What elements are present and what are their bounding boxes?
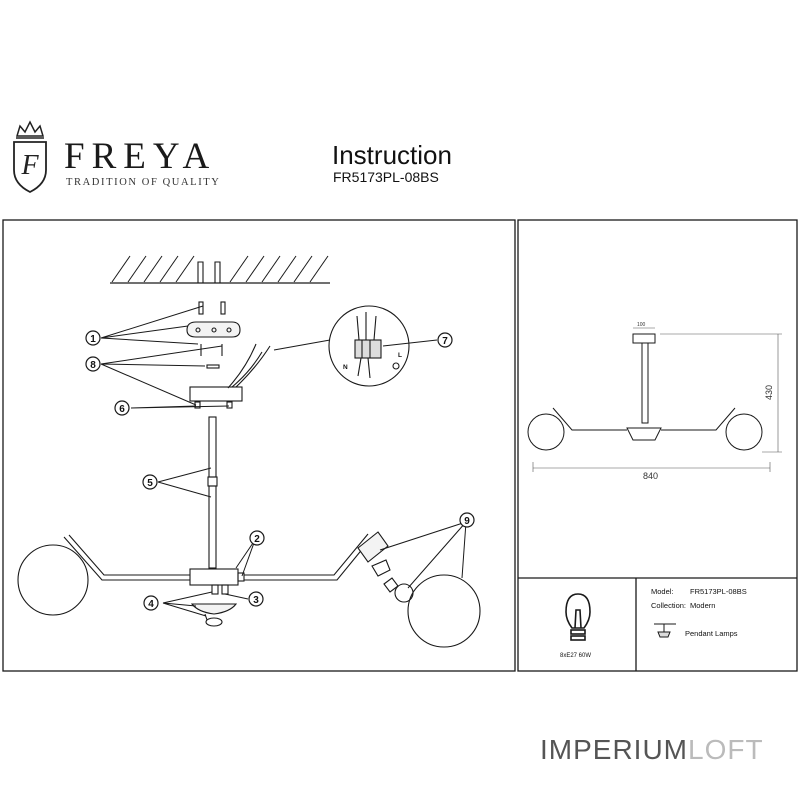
central-body (189, 568, 239, 586)
callout-9: 9 (464, 516, 470, 527)
dim-height-label: 430 (764, 385, 774, 400)
bulb-spec: 8xE27 60W (560, 653, 591, 659)
dim-left-globe (527, 413, 565, 451)
brand-tagline: TRADITION OF QUALITY (66, 177, 221, 188)
callout-4: 4 (148, 599, 154, 610)
footer-watermark: IMPERIUMLOFT (540, 736, 764, 764)
canopy (189, 386, 243, 402)
document-model-code: FR5173PL-08BS (333, 169, 439, 185)
detail-leader (273, 339, 331, 351)
callout-6: 6 (119, 404, 125, 415)
footer-brand-part1: IMPERIUM (540, 734, 688, 765)
dim-width-label: 840 (643, 471, 658, 481)
spec-model-label: Model: (651, 587, 674, 596)
assembly-panel-frame (2, 219, 516, 672)
callout-1: 1 (90, 334, 96, 345)
left-arm (63, 534, 190, 581)
logo-monogram: F (20, 150, 39, 181)
socket-cup (357, 531, 389, 563)
bottom-cap (190, 603, 238, 615)
terminal-block (354, 312, 382, 379)
document-title: Instruction (332, 140, 452, 170)
right-globe (407, 574, 481, 648)
pendant-lamp-icon (654, 623, 676, 638)
dim-canopy-label: 100 (637, 322, 646, 328)
dim-body (626, 427, 662, 441)
callout-circles (85, 330, 475, 611)
left-globe (17, 544, 89, 616)
finial (205, 617, 223, 627)
dim-arms (552, 407, 736, 431)
callout-leaders (100, 305, 467, 617)
right-panel-frame (517, 219, 798, 672)
spec-collection-value: Modern (690, 601, 715, 610)
dimension-drawing (527, 327, 782, 472)
socket-ring (371, 559, 391, 577)
callout-7: 7 (442, 336, 448, 347)
dim-right-globe (725, 413, 763, 451)
small-screw (206, 364, 220, 369)
callout-2: 2 (254, 534, 260, 545)
callout-8: 8 (90, 360, 96, 371)
dim-rod (641, 342, 649, 424)
freya-logo-crest: F (13, 120, 47, 194)
spec-collection-label: Collection: (651, 601, 686, 610)
ceiling-holes (197, 261, 221, 283)
canopy-wires (227, 343, 271, 389)
assembly-diagram (17, 255, 481, 648)
mounting-bracket (186, 321, 241, 338)
spec-type-label: Pendant Lamps (685, 629, 738, 638)
footer-brand-part2: LOFT (688, 734, 764, 765)
wire-label-neutral: N (343, 364, 348, 371)
callout-3: 3 (253, 595, 259, 606)
dim-canopy (632, 333, 656, 344)
callout-5: 5 (147, 478, 153, 489)
ceiling-hatching (111, 255, 329, 283)
rod-lower (208, 485, 217, 569)
wire-label-live: L (398, 352, 402, 359)
bulb-icon (565, 593, 591, 641)
brand-name: FREYA (64, 136, 217, 177)
ground-screw (392, 362, 400, 370)
spec-model-value: FR5173PL-08BS (690, 587, 747, 596)
